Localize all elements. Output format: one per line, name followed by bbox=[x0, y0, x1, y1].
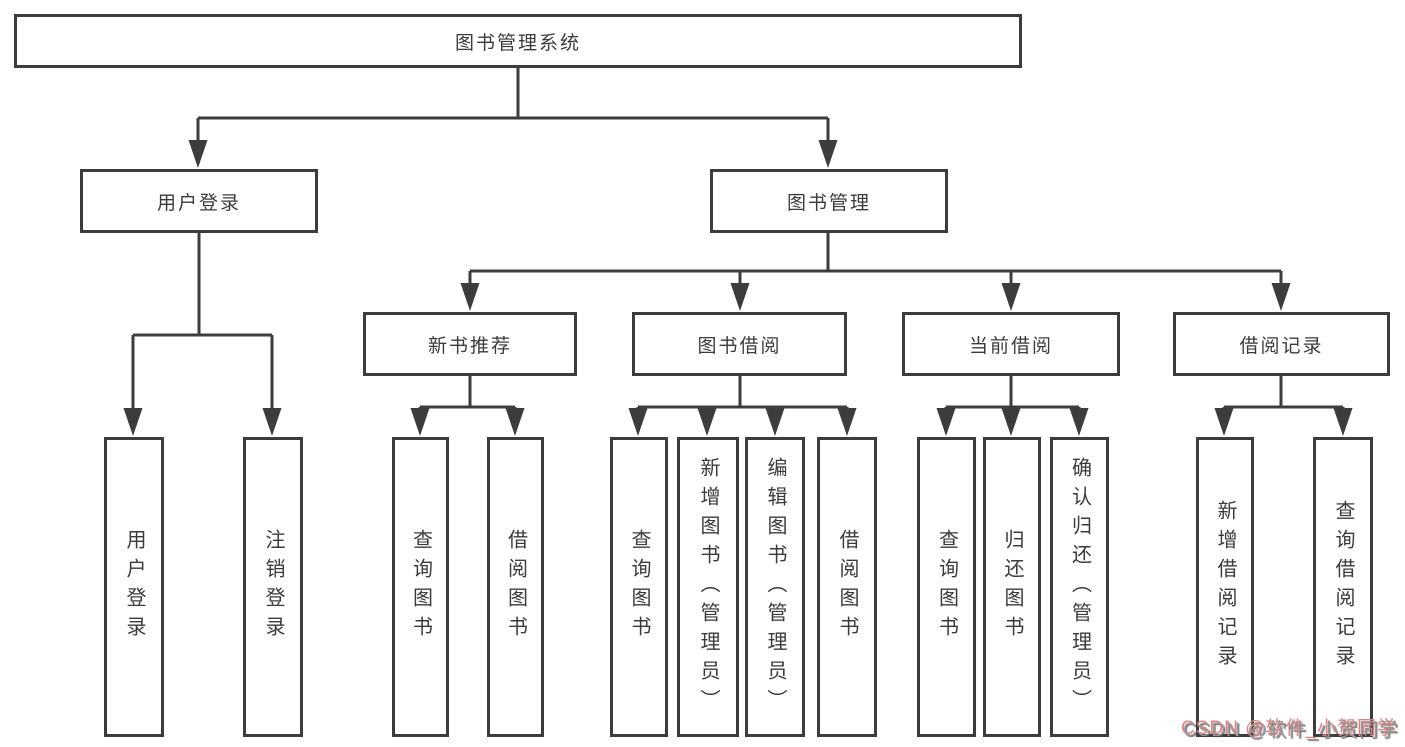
node-current-borrow: 当前借阅 bbox=[902, 312, 1120, 376]
arrow-down-icon bbox=[628, 408, 648, 436]
leaf-query-books-borrow: 查询图书 bbox=[610, 437, 668, 737]
node-current-borrow-label: 当前借阅 bbox=[968, 335, 1053, 357]
connector-user-login bbox=[131, 233, 274, 409]
leaf-user-login: 用户登录 bbox=[104, 437, 164, 737]
arrow-down-icon bbox=[730, 283, 750, 311]
leaf-borrow-books-borrow-label: 借阅图书 bbox=[836, 529, 858, 645]
leaf-query-books-borrow-label: 查询图书 bbox=[628, 529, 650, 645]
arrow-down-icon bbox=[697, 408, 717, 436]
connector-borrow-records bbox=[1222, 376, 1345, 409]
leaf-logout: 注销登录 bbox=[243, 437, 303, 737]
arrowheads bbox=[123, 140, 1353, 436]
leaf-add-borrow-record: 新增借阅记录 bbox=[1196, 437, 1254, 737]
leaf-query-books-current: 查询图书 bbox=[917, 437, 976, 737]
arrow-down-icon bbox=[936, 408, 956, 436]
node-book-borrow: 图书借阅 bbox=[632, 312, 847, 376]
leaf-add-book-admin: 新增图书（管理员） bbox=[677, 437, 739, 737]
leaf-borrow-books-rec: 借阅图书 bbox=[487, 437, 544, 737]
arrow-down-icon bbox=[460, 283, 480, 311]
csdn-watermark: CSDN @软件_小贺同学 bbox=[1183, 720, 1399, 741]
node-borrow-records: 借阅记录 bbox=[1173, 312, 1390, 376]
arrow-down-icon bbox=[1333, 408, 1353, 436]
node-book-borrow-label: 图书借阅 bbox=[697, 335, 782, 357]
arrow-down-icon bbox=[410, 408, 430, 436]
node-user-login-label: 用户登录 bbox=[156, 192, 241, 214]
node-new-book-rec-label: 新书推荐 bbox=[427, 335, 512, 357]
connector-current-borrow bbox=[944, 376, 1081, 409]
arrow-down-icon bbox=[765, 408, 785, 436]
leaf-edit-book-admin-label: 编辑图书（管理员） bbox=[764, 456, 786, 718]
leaf-confirm-return-admin-label: 确认归还（管理员） bbox=[1068, 456, 1091, 718]
leaf-borrow-books-borrow: 借阅图书 bbox=[817, 437, 877, 737]
arrow-down-icon bbox=[1069, 408, 1089, 436]
arrow-down-icon bbox=[262, 408, 282, 436]
node-book-mgmt-label: 图书管理 bbox=[786, 192, 871, 214]
arrow-down-icon bbox=[123, 408, 143, 436]
leaf-borrow-books-rec-label: 借阅图书 bbox=[504, 529, 527, 645]
leaf-edit-book-admin: 编辑图书（管理员） bbox=[745, 437, 805, 737]
arrow-down-icon bbox=[1271, 283, 1291, 311]
node-borrow-records-label: 借阅记录 bbox=[1239, 335, 1324, 357]
leaf-add-book-admin-label: 新增图书（管理员） bbox=[697, 456, 719, 718]
arrow-down-icon bbox=[837, 408, 857, 436]
leaf-confirm-return-admin: 确认归还（管理员） bbox=[1050, 437, 1109, 737]
leaf-logout-label: 注销登录 bbox=[262, 529, 284, 645]
node-user-login: 用户登录 bbox=[80, 169, 318, 233]
arrow-down-icon bbox=[188, 140, 208, 168]
leaf-query-books-rec: 查询图书 bbox=[392, 437, 449, 737]
connector-book-borrow bbox=[636, 376, 849, 409]
connectors bbox=[131, 68, 1345, 409]
leaf-user-login-label: 用户登录 bbox=[123, 529, 145, 645]
node-new-book-rec: 新书推荐 bbox=[363, 312, 577, 376]
leaf-query-books-current-label: 查询图书 bbox=[935, 529, 958, 645]
arrow-down-icon bbox=[1214, 408, 1234, 436]
leaf-return-book: 归还图书 bbox=[983, 437, 1041, 737]
connector-root bbox=[196, 68, 830, 141]
leaf-add-borrow-record-label: 新增借阅记录 bbox=[1214, 500, 1236, 674]
arrow-down-icon bbox=[818, 140, 838, 168]
arrow-down-icon bbox=[1001, 408, 1021, 436]
node-book-mgmt: 图书管理 bbox=[710, 169, 948, 233]
connector-book-mgmt bbox=[468, 233, 1283, 284]
leaf-return-book-label: 归还图书 bbox=[1001, 529, 1023, 645]
node-root: 图书管理系统 bbox=[14, 14, 1022, 68]
node-root-label: 图书管理系统 bbox=[454, 32, 581, 54]
connector-new-book-rec bbox=[418, 376, 517, 409]
leaf-query-borrow-record: 查询借阅记录 bbox=[1313, 437, 1373, 737]
leaf-query-borrow-record-label: 查询借阅记录 bbox=[1332, 500, 1354, 674]
arrow-down-icon bbox=[505, 408, 525, 436]
leaf-query-books-rec-label: 查询图书 bbox=[409, 529, 432, 645]
arrow-down-icon bbox=[1001, 283, 1021, 311]
